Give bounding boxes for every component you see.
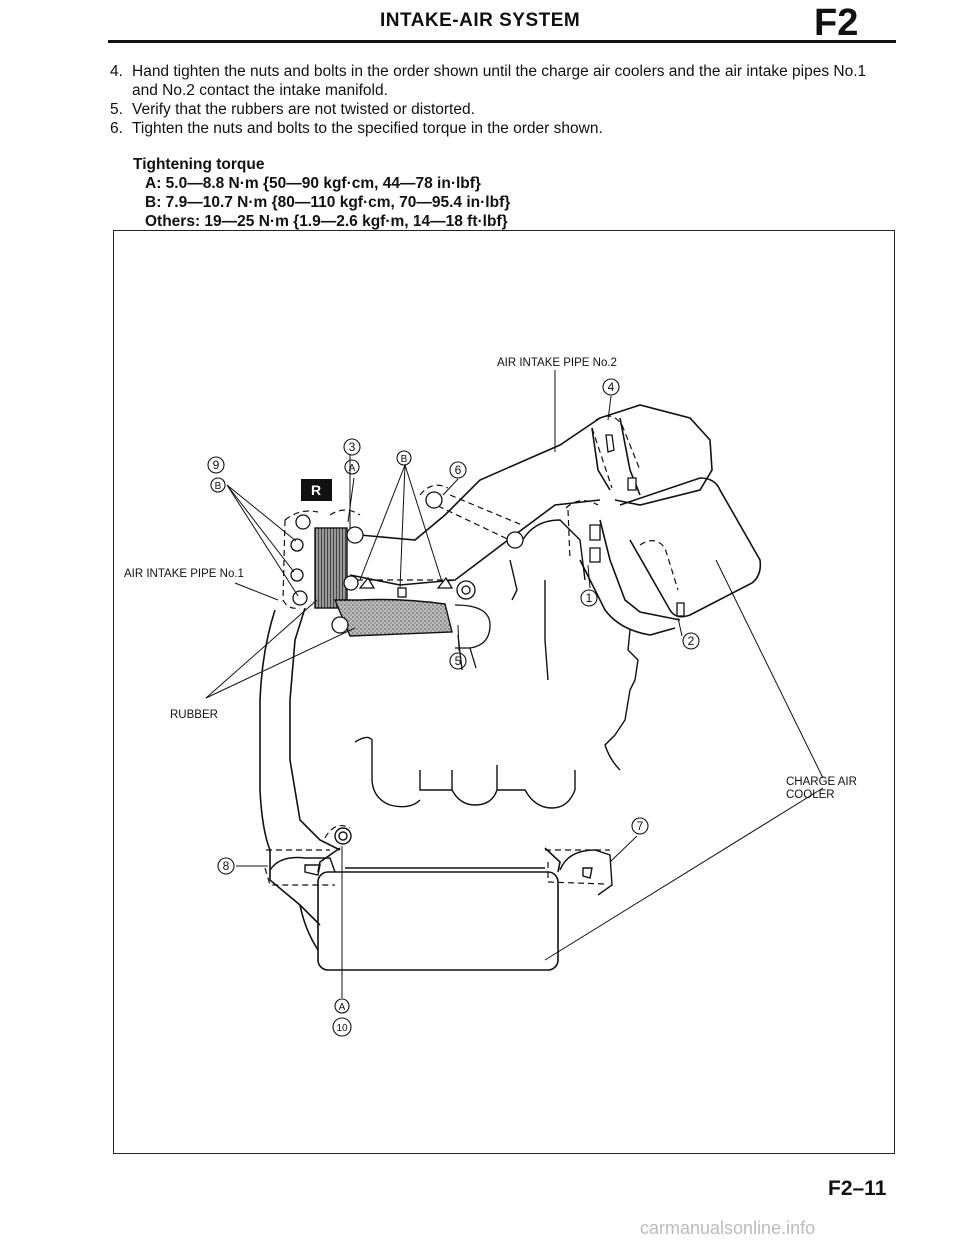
step-number: 4. (110, 63, 123, 80)
step-text: Verify that the rubbers are not twisted … (132, 101, 475, 118)
part-labels: AIR INTAKE PIPE No.2 AIR INTAKE PIPE No.… (124, 357, 857, 801)
label-air-intake-pipe-no2: AIR INTAKE PIPE No.2 (497, 357, 617, 369)
torque-line-b: B: 7.9—10.7 N·m {80—110 kgf·cm, 70—95.4 … (145, 194, 511, 211)
callout-b-left: B (215, 481, 222, 492)
step-number: 5. (110, 101, 123, 118)
dashed-locators (264, 415, 679, 886)
rubber-parts (314, 527, 453, 637)
callout-10: 10 (336, 1023, 348, 1034)
label-rubber: RUBBER (170, 709, 218, 721)
leader-lines (205, 370, 824, 998)
callout-circles (207, 378, 700, 1037)
callout-7: 7 (637, 819, 644, 833)
label-air-intake-pipe-no1: AIR INTAKE PIPE No.1 (124, 568, 244, 580)
section-code: F2 (814, 2, 859, 44)
torque-line-others: Others: 19—25 N·m {1.9—2.6 kgf·m, 14—18 … (145, 213, 508, 230)
torque-spec: Tightening torque A: 5.0—8.8 N·m {50—90 … (133, 155, 510, 231)
step-6: 6. Tighten the nuts and bolts to the spec… (110, 119, 892, 138)
rubber-horizontal (333, 598, 453, 637)
replace-badge: R (301, 479, 332, 501)
rubber-vertical (314, 527, 348, 609)
callout-a-top: A (349, 463, 356, 474)
step-text: Hand tighten the nuts and bolts in the o… (132, 63, 867, 99)
label-charge-air-cooler-2: COOLER (786, 789, 835, 801)
callout-9: 9 (213, 458, 220, 472)
air-intake-pipe-no2 (349, 404, 713, 586)
engine-outline (354, 519, 639, 809)
lower-brackets (269, 827, 613, 896)
step-number: 6. (110, 120, 123, 137)
badge-letter: R (311, 482, 321, 498)
callout-5: 5 (455, 654, 462, 668)
step-4: 4. Hand tighten the nuts and bolts in the… (110, 62, 892, 100)
callout-3: 3 (349, 440, 356, 454)
callout-6: 6 (455, 463, 462, 477)
bolt-heads (290, 434, 685, 634)
callout-1: 1 (586, 591, 593, 605)
torque-line-a: A: 5.0—8.8 N·m {50—90 kgf·cm, 44—78 in·l… (145, 175, 481, 192)
watermark: carmanualsonline.info (640, 1218, 816, 1238)
page-title: INTAKE-AIR SYSTEM (380, 10, 581, 31)
callout-8: 8 (223, 859, 230, 873)
header-rule (108, 40, 896, 43)
callout-4: 4 (608, 380, 615, 394)
charge-air-cooler-bottom (317, 847, 561, 971)
torque-heading: Tightening torque (133, 156, 265, 173)
step-text: Tighten the nuts and bolts to the specif… (132, 120, 603, 137)
callout-a-bottom: A (339, 1002, 346, 1013)
diagram-frame (113, 230, 895, 1154)
label-charge-air-cooler-1: CHARGE AIR (786, 776, 857, 788)
page-number: F2–11 (828, 1177, 887, 1200)
callout-b-top: B (401, 454, 408, 465)
charge-air-cooler-right (579, 477, 762, 636)
step-5: 5. Verify that the rubbers are not twiste… (110, 100, 892, 119)
callout-2: 2 (688, 634, 695, 648)
callout-numbers: 4 3 A B 6 9 B 1 2 5 7 8 A 10 (213, 380, 695, 1034)
